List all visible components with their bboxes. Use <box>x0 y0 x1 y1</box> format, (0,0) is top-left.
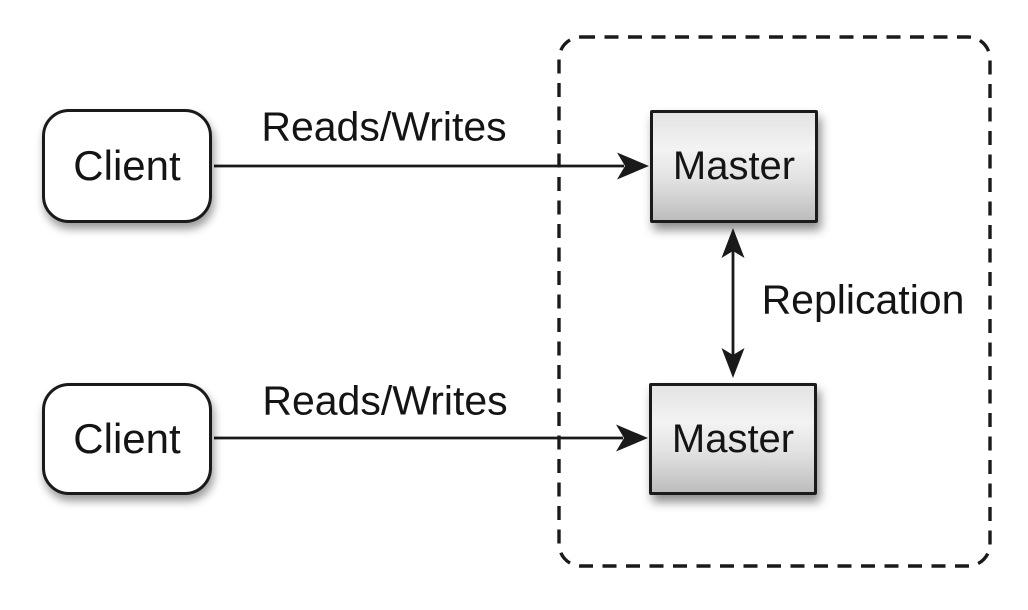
arrowhead-right-icon <box>616 424 648 452</box>
client-node-2: Client <box>42 383 212 495</box>
client-node-1-label: Client <box>73 142 181 189</box>
master-node-2-label: Master <box>671 416 795 461</box>
edge-client1-master1 <box>214 152 649 180</box>
edge-master1-master2 <box>721 228 745 378</box>
master-node-1-label: Master <box>672 144 796 188</box>
edge-label-reads-writes-top: Reads/Writes <box>261 103 507 150</box>
edge-label-replication: Replication <box>761 276 965 323</box>
arrowhead-right-icon <box>617 152 649 180</box>
edge-client2-master2 <box>214 424 648 452</box>
master-node-2: Master <box>649 383 817 495</box>
replication-cluster-border <box>557 35 992 568</box>
client-node-2-label: Client <box>73 415 181 462</box>
arrowhead-up-icon <box>721 228 745 258</box>
client-node-1: Client <box>42 109 212 223</box>
arrowhead-down-icon <box>721 348 745 378</box>
edge-label-reads-writes-bottom: Reads/Writes <box>262 377 508 424</box>
master-node-1: Master <box>650 110 818 223</box>
